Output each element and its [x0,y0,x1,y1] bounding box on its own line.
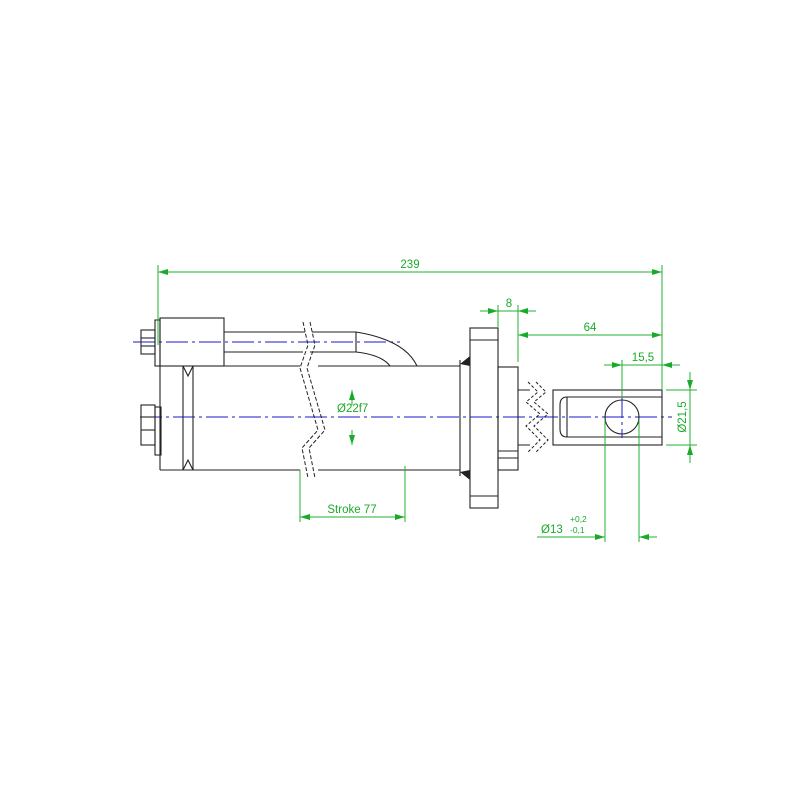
dim-stroke: Stroke 77 [299,466,406,522]
svg-text:8: 8 [506,298,512,310]
mounting-flange [460,327,519,509]
svg-text:+0,2: +0,2 [570,514,587,524]
dim-hole-offset: 15,5 [604,352,680,398]
svg-text:-0,1: -0,1 [570,525,585,535]
dim-hole-diameter: Ø13 +0,2 -0,1 [537,420,657,542]
svg-text:Ø21,5: Ø21,5 [677,401,689,432]
svg-text:15,5: 15,5 [632,352,654,364]
dim-clevis-diameter: Ø21,5 [666,372,697,463]
svg-text:239: 239 [400,259,419,271]
cylinder-body [159,360,461,476]
end-bolt [140,404,162,456]
dim-overall-length: 239 [157,259,663,390]
svg-text:Stroke 77: Stroke 77 [327,504,376,516]
svg-text:64: 64 [584,322,597,334]
svg-text:Ø22f7: Ø22f7 [337,403,368,415]
oil-tube [224,331,418,367]
rod-clevis [518,389,663,446]
dim-flange-width: 8 [480,298,536,362]
break-lines [299,321,549,479]
dim-rod-length: 64 [518,322,662,338]
dim-bore-diameter: Ø22f7 [337,390,368,445]
svg-text:Ø13: Ø13 [541,524,563,536]
